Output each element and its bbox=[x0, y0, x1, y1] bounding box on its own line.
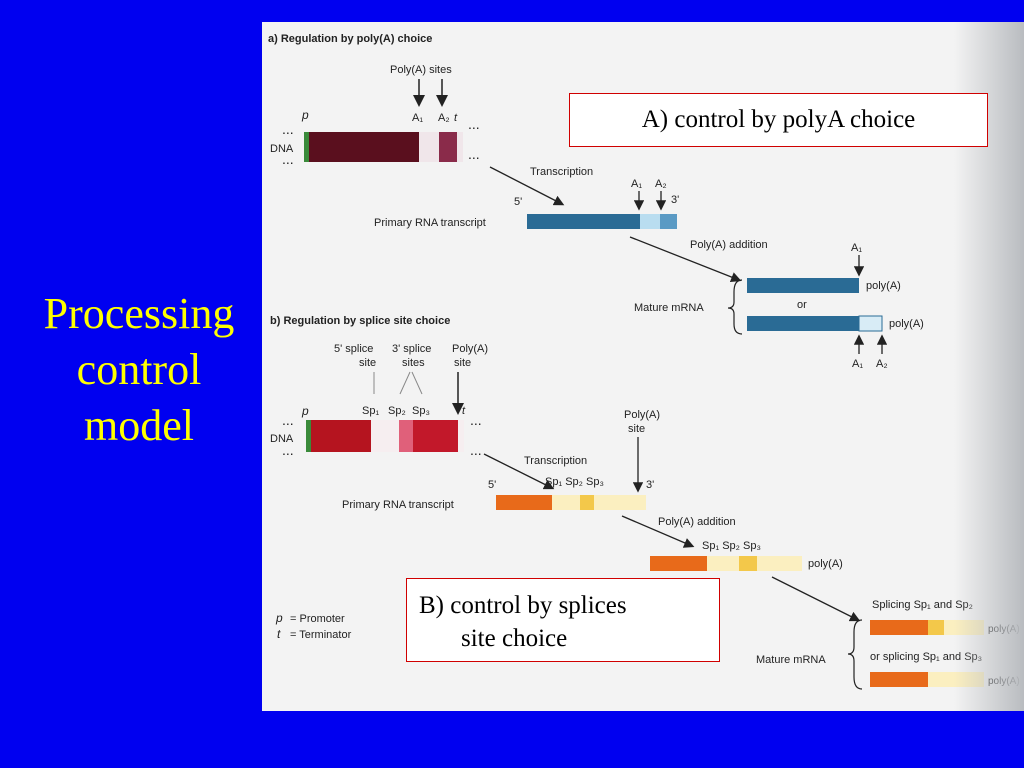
rna-a2-label: A₂ bbox=[655, 178, 667, 190]
panel-b-heading: b) Regulation by splice site choice bbox=[270, 315, 450, 327]
svg-text:...: ... bbox=[470, 442, 482, 458]
mature-a1-label: A₁ bbox=[851, 242, 862, 254]
svg-text:...: ... bbox=[282, 151, 294, 167]
three-prime-a: 3' bbox=[671, 194, 679, 206]
bottom-a1-label: A₁ bbox=[852, 358, 863, 370]
primary-transcript-label-a: Primary RNA transcript bbox=[374, 217, 486, 229]
slide-title-line-3: model bbox=[84, 401, 194, 450]
splicing-1-label: Splicing Sp₁ and Sp₂ bbox=[872, 599, 973, 611]
promoter-mark-a: p bbox=[301, 108, 309, 122]
polya-site-label-b-2: site bbox=[454, 357, 471, 369]
splicing-arrow-b bbox=[771, 576, 861, 622]
sp-row-processed: Sp₁ Sp₂ Sp₃ bbox=[702, 540, 761, 552]
terminator-mark-b: t bbox=[462, 405, 466, 417]
sp2-label: Sp₂ bbox=[388, 405, 406, 417]
promoter-mark-b: p bbox=[301, 404, 309, 418]
or-label-a: or bbox=[797, 299, 807, 311]
mature-mrna-label-a: Mature mRNA bbox=[634, 302, 704, 314]
processed-rna-bar-b bbox=[650, 556, 802, 571]
polya-tail-a2: poly(A) bbox=[889, 318, 924, 330]
polya-tail-a1: poly(A) bbox=[866, 280, 901, 292]
svg-text:...: ... bbox=[468, 116, 480, 132]
primary-rna-bar-b bbox=[496, 495, 646, 510]
primary-transcript-label-b: Primary RNA transcript bbox=[342, 499, 454, 511]
polya-addition-label-b: Poly(A) addition bbox=[658, 516, 736, 528]
bottom-a2-label: A₂ bbox=[876, 358, 888, 370]
transcription-arrow-b bbox=[483, 453, 555, 490]
rna-a1-label: A₁ bbox=[631, 178, 642, 190]
svg-text:...: ... bbox=[282, 412, 294, 428]
legend-promoter: = Promoter bbox=[290, 613, 345, 625]
slide-title: Processing control model bbox=[20, 286, 258, 454]
polya-addition-arrow-b bbox=[621, 515, 695, 548]
dna-bar-a bbox=[304, 132, 463, 162]
label-a1: A₁ bbox=[412, 112, 423, 124]
svg-text:...: ... bbox=[282, 121, 294, 137]
dna-bar-b bbox=[306, 420, 464, 452]
polya-site-label-b-1: Poly(A) bbox=[452, 343, 488, 355]
polya-site-label-b2-1: Poly(A) bbox=[624, 409, 660, 421]
terminator-mark-a: t bbox=[454, 112, 458, 124]
three-prime-b: 3' bbox=[646, 479, 654, 491]
five-prime-a: 5' bbox=[514, 196, 522, 208]
mature-mrna-bar-a1 bbox=[747, 278, 859, 293]
slide-title-line-1: Processing bbox=[43, 289, 235, 338]
svg-text:...: ... bbox=[468, 146, 480, 162]
five-splice-label-2: site bbox=[359, 357, 376, 369]
transcription-arrow-a bbox=[489, 166, 565, 206]
slide-title-line-2: control bbox=[76, 345, 202, 394]
legend-p-mark: p bbox=[275, 611, 283, 625]
label-a2: A₂ bbox=[438, 112, 450, 124]
primary-rna-bar-a bbox=[527, 214, 677, 229]
dna-label-a: DNA bbox=[270, 143, 294, 155]
polya-tail-b: poly(A) bbox=[808, 558, 843, 570]
mature-mrna-bar-a2 bbox=[747, 315, 883, 332]
dna-label-b: DNA bbox=[270, 433, 294, 445]
legend-t-mark: t bbox=[277, 627, 281, 641]
legend-terminator: = Terminator bbox=[290, 629, 352, 641]
polya-addition-arrow-a bbox=[629, 236, 742, 282]
three-splice-label-2: sites bbox=[402, 357, 425, 369]
svg-text:...: ... bbox=[282, 442, 294, 458]
callout-b-line-1: B) control by splices bbox=[419, 592, 627, 619]
five-prime-b: 5' bbox=[488, 479, 496, 491]
transcription-label-a: Transcription bbox=[530, 166, 593, 178]
mature-mrna-label-b: Mature mRNA bbox=[756, 654, 826, 666]
panel-a-heading: a) Regulation by poly(A) choice bbox=[268, 33, 432, 45]
sp3-label: Sp₃ bbox=[412, 405, 430, 417]
polya-addition-label-a: Poly(A) addition bbox=[690, 239, 768, 251]
callout-splice-site-choice: B) control by splices site choice bbox=[406, 578, 720, 662]
figure-diagram: a) Regulation by poly(A) choice Poly(A) … bbox=[268, 33, 1020, 690]
transcription-label-b: Transcription bbox=[524, 455, 587, 467]
five-splice-label-1: 5' splice bbox=[334, 343, 373, 355]
polya-site-label-b2-2: site bbox=[628, 423, 645, 435]
callout-b-line-2: site choice bbox=[461, 625, 568, 652]
callout-polya-choice: A) control by polyA choice bbox=[569, 93, 988, 147]
sp1-label: Sp₁ bbox=[362, 405, 379, 417]
three-splice-label-1: 3' splice bbox=[392, 343, 431, 355]
svg-text:...: ... bbox=[470, 412, 482, 428]
polya-sites-label: Poly(A) sites bbox=[390, 64, 452, 76]
sp-row-primary: Sp₁ Sp₂ Sp₃ bbox=[545, 476, 604, 488]
